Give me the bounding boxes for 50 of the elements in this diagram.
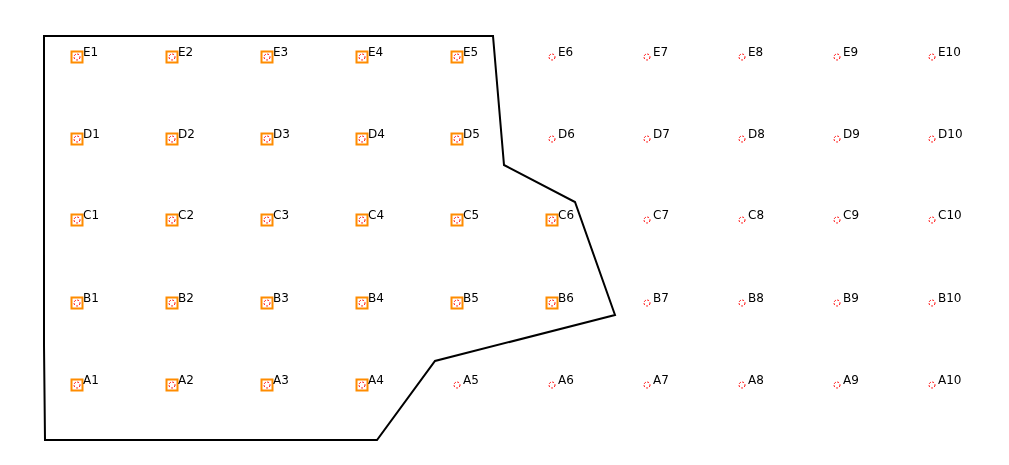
point-label: A4 <box>368 374 384 387</box>
point-label: E1 <box>83 46 99 59</box>
point-label: C8 <box>748 209 764 222</box>
point-label: A9 <box>843 374 859 387</box>
point-label: D9 <box>843 128 860 141</box>
point-label: B4 <box>368 292 384 305</box>
point-label: B2 <box>178 292 194 305</box>
point-label: E6 <box>558 46 574 59</box>
point-label: E3 <box>273 46 289 59</box>
point-label: C2 <box>178 209 194 222</box>
point-label: C7 <box>653 209 669 222</box>
point-label: B3 <box>273 292 289 305</box>
point-label: B8 <box>748 292 764 305</box>
point-label: A5 <box>463 374 479 387</box>
point-label: A7 <box>653 374 669 387</box>
point-label: E8 <box>748 46 764 59</box>
point-label: B6 <box>558 292 574 305</box>
point-label: C5 <box>463 209 479 222</box>
point-label: A2 <box>178 374 194 387</box>
point-label: E10 <box>938 46 961 59</box>
point-label: D1 <box>83 128 100 141</box>
point-label: E2 <box>178 46 194 59</box>
point-label: D8 <box>748 128 765 141</box>
point-label: D5 <box>463 128 480 141</box>
point-label: D6 <box>558 128 575 141</box>
point-label: E7 <box>653 46 669 59</box>
point-label: A1 <box>83 374 99 387</box>
point-label: D4 <box>368 128 385 141</box>
point-label: E9 <box>843 46 859 59</box>
point-label: C6 <box>558 209 574 222</box>
point-label: D3 <box>273 128 290 141</box>
point-label: C4 <box>368 209 384 222</box>
point-label: E4 <box>368 46 384 59</box>
point-label: C10 <box>938 209 962 222</box>
point-label: C3 <box>273 209 289 222</box>
point-label: D7 <box>653 128 670 141</box>
point-label: A10 <box>938 374 962 387</box>
point-label: D2 <box>178 128 195 141</box>
point-label: B1 <box>83 292 99 305</box>
point-label: A8 <box>748 374 764 387</box>
point-label: A6 <box>558 374 574 387</box>
point-label: D10 <box>938 128 963 141</box>
point-label: B5 <box>463 292 479 305</box>
point-label: C1 <box>83 209 99 222</box>
point-label: E5 <box>463 46 479 59</box>
point-label: B9 <box>843 292 859 305</box>
point-label: A3 <box>273 374 289 387</box>
point-label: C9 <box>843 209 859 222</box>
point-label: B10 <box>938 292 962 305</box>
point-label: B7 <box>653 292 669 305</box>
